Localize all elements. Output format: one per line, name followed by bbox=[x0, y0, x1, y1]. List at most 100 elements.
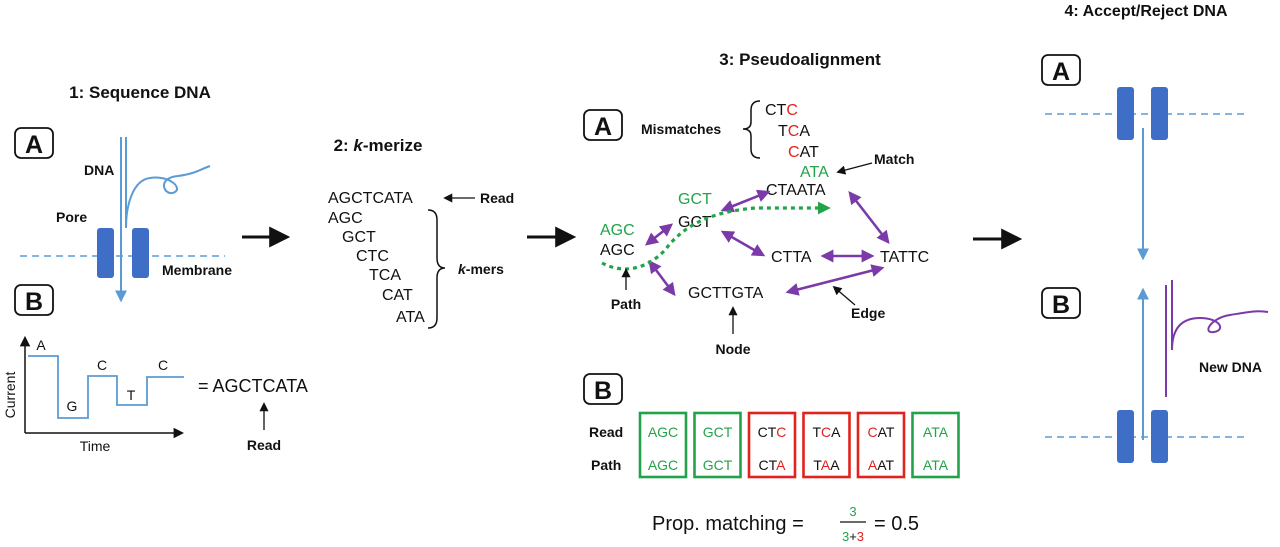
panel2-read-label: Read bbox=[480, 190, 514, 206]
read-cell-text: TCA bbox=[812, 424, 841, 440]
pore-left-block bbox=[97, 228, 114, 278]
trace-base-label: G bbox=[67, 398, 78, 414]
dna-label: DNA bbox=[84, 162, 114, 178]
kmers-label: k-mers bbox=[458, 261, 504, 277]
panel-k-merize: 2: k-merize AGCTCATA Read AGC GCT CTC TC… bbox=[328, 136, 514, 329]
fraction-numerator: 3 bbox=[849, 504, 856, 519]
read-cell-text: GCT bbox=[703, 424, 733, 440]
panel3-title: 3: Pseudoalignment bbox=[719, 50, 881, 69]
panel4-box-a-label: A bbox=[1052, 58, 1070, 86]
node-ctaata: CTAATA bbox=[766, 182, 826, 199]
graph-edge bbox=[720, 230, 766, 257]
sequence-equation: = AGCTCATA bbox=[198, 376, 308, 396]
match-kmer: ATA bbox=[800, 164, 829, 181]
mismatches-label: Mismatches bbox=[641, 121, 721, 137]
graph-edge bbox=[648, 259, 676, 297]
kmer-item: CAT bbox=[382, 287, 413, 304]
trace-ylabel: Current bbox=[2, 372, 18, 419]
match-cell bbox=[911, 411, 960, 479]
trace-base-label: T bbox=[127, 387, 136, 403]
read-cell-text: CTC bbox=[758, 424, 787, 440]
new-dna-squiggle bbox=[1171, 310, 1269, 351]
panel3-box-b bbox=[583, 373, 623, 405]
dna-squiggle bbox=[125, 165, 211, 229]
mismatch-cell bbox=[747, 411, 797, 479]
node-tattc: TATTC bbox=[880, 249, 929, 266]
trace-base-label: C bbox=[158, 357, 168, 373]
panel1-read-label: Read bbox=[247, 437, 281, 453]
node-agc: AGC bbox=[600, 242, 635, 259]
node-gcttgta: GCTTGTA bbox=[688, 285, 764, 302]
panel1-box-a bbox=[14, 127, 54, 159]
match-cell bbox=[638, 411, 688, 479]
panel-accept-reject: 4: Accept/Reject DNA A B New DNA bbox=[1041, 3, 1269, 463]
match-arrow bbox=[836, 162, 873, 175]
panel-pseudoalignment: 3: Pseudoalignment A Mismatches CTC TCA … bbox=[583, 50, 960, 544]
mismatch-kmer: TCA bbox=[778, 123, 810, 140]
mismatches-brace bbox=[742, 100, 761, 159]
panel1-box-b bbox=[14, 284, 54, 316]
match-label: Match bbox=[874, 151, 914, 167]
graph-edge bbox=[644, 223, 674, 246]
path-cell-text: GCT bbox=[703, 457, 733, 473]
mismatch-cell bbox=[856, 411, 906, 479]
row-label-path: Path bbox=[591, 457, 621, 473]
panel4-box-b-label: B bbox=[1052, 291, 1070, 319]
mismatch-cell bbox=[802, 411, 851, 479]
panel1-title: 1: Sequence DNA bbox=[69, 83, 211, 102]
mismatch-kmer: CTC bbox=[765, 102, 798, 119]
trace-xlabel: Time bbox=[80, 438, 111, 454]
prop-result: = 0.5 bbox=[874, 513, 919, 535]
node-ctta: CTTA bbox=[771, 249, 812, 266]
pore-top-right-block bbox=[1151, 87, 1168, 140]
panel2-title: 2: k-merize bbox=[334, 136, 423, 155]
path-cell-text: AAT bbox=[868, 457, 895, 473]
node-gct-green: GCT bbox=[678, 191, 712, 208]
kmers-brace bbox=[427, 209, 446, 329]
path-cell-text: AGC bbox=[648, 457, 678, 473]
panel4-box-a bbox=[1041, 54, 1081, 86]
path-label: Path bbox=[611, 296, 641, 312]
panel3-box-b-label: B bbox=[594, 377, 612, 405]
graph-edge bbox=[785, 264, 885, 296]
path-cell-text: TAA bbox=[813, 457, 840, 473]
node-gct: GCT bbox=[678, 214, 712, 231]
membrane-label: Membrane bbox=[162, 262, 232, 278]
pore-right-block bbox=[132, 228, 149, 278]
graph-edge bbox=[848, 190, 890, 245]
pore-bottom-left-block bbox=[1117, 410, 1134, 463]
trace-base-label: A bbox=[36, 337, 46, 353]
new-dna-label: New DNA bbox=[1199, 359, 1262, 375]
match-cell bbox=[693, 411, 742, 479]
trace-base-label: C bbox=[97, 357, 107, 373]
kmer-item: GCT bbox=[342, 229, 376, 246]
kmer-item: ATA bbox=[396, 309, 425, 326]
pore-top-left-block bbox=[1117, 87, 1134, 140]
node-label: Node bbox=[716, 341, 751, 357]
read-cell-text: ATA bbox=[923, 424, 949, 440]
panel1-box-b-label: B bbox=[25, 288, 43, 316]
panel4-box-b bbox=[1041, 287, 1081, 319]
graph-edge bbox=[720, 189, 771, 213]
fraction-denominator: 3+3 bbox=[842, 529, 864, 544]
panel4-title: 4: Accept/Reject DNA bbox=[1064, 3, 1227, 20]
edge-label: Edge bbox=[851, 305, 885, 321]
prop-matching-label: Prop. matching = bbox=[652, 513, 804, 535]
path-cell-text: CTA bbox=[759, 457, 787, 473]
node-agc-green: AGC bbox=[600, 222, 635, 239]
panel3-box-a-label: A bbox=[594, 113, 612, 141]
kmer-item: AGC bbox=[328, 210, 363, 227]
mismatch-kmer: CAT bbox=[788, 144, 819, 161]
path-cell-text: ATA bbox=[923, 457, 949, 473]
kmer-item: CTC bbox=[356, 248, 389, 265]
pore-bottom-right-block bbox=[1151, 410, 1168, 463]
panel1-box-a-label: A bbox=[25, 131, 43, 159]
panel-sequence-dna: 1: Sequence DNA A DNA Pore Membrane B Cu… bbox=[2, 83, 308, 454]
pore-label: Pore bbox=[56, 209, 87, 225]
read-sequence: AGCTCATA bbox=[328, 190, 413, 207]
panel3-box-a bbox=[583, 109, 623, 141]
current-trace bbox=[28, 355, 184, 419]
read-cell-text: CAT bbox=[868, 424, 895, 440]
